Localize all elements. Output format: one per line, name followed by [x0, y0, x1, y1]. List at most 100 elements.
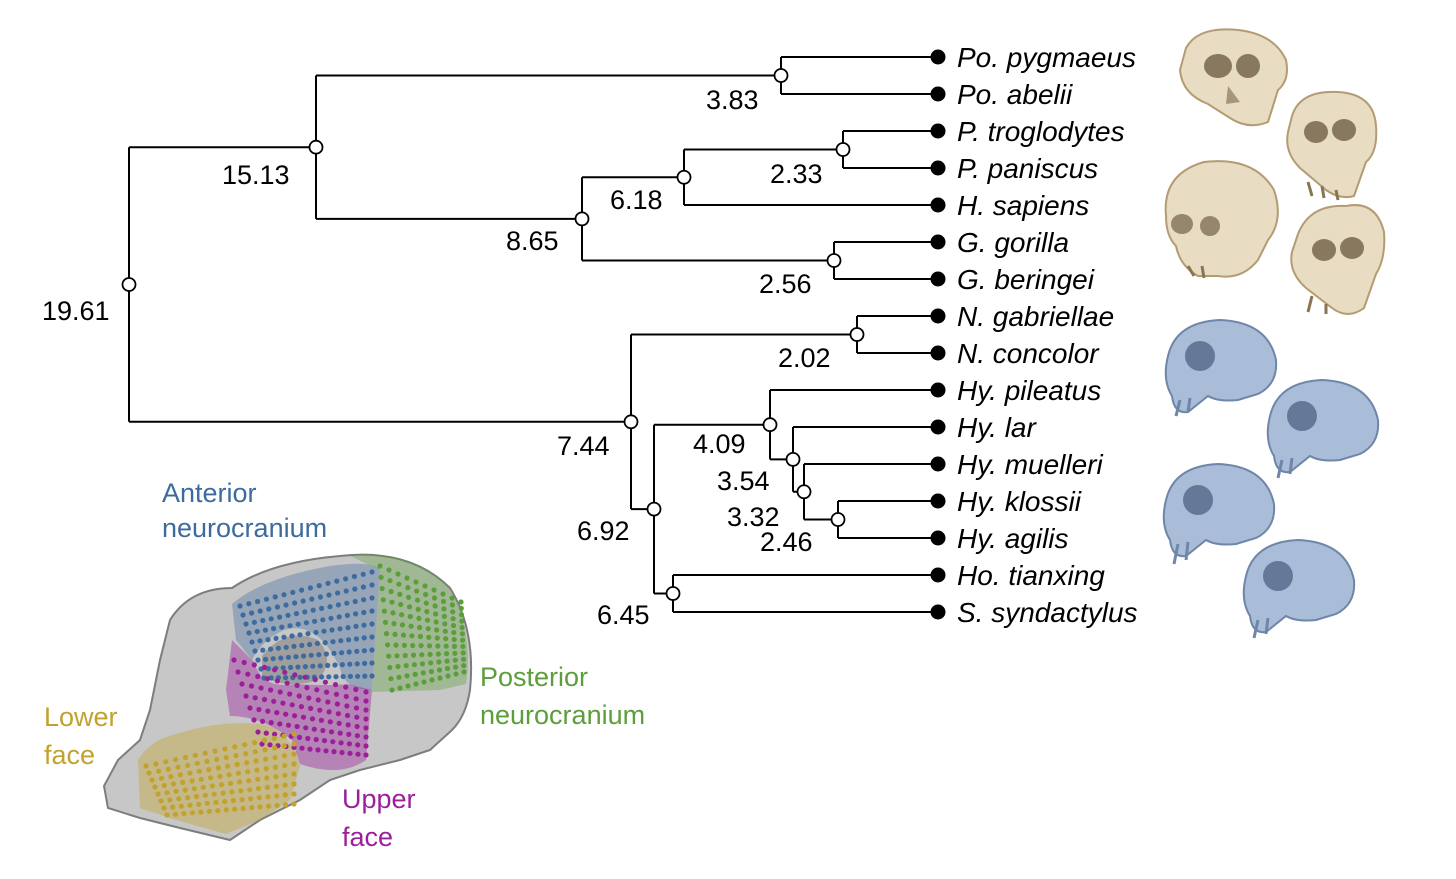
anterior-landmark: [291, 643, 297, 649]
lower-landmark: [191, 786, 197, 792]
lower-landmark: [177, 772, 183, 778]
anterior-landmark: [268, 616, 274, 622]
posterior-landmark: [432, 603, 438, 609]
posterior-landmark: [437, 675, 443, 681]
lower-landmark: [246, 778, 252, 784]
anterior-landmark: [295, 621, 301, 627]
lower-landmark: [220, 790, 226, 796]
posterior-landmark: [442, 621, 448, 627]
lower-landmark: [164, 812, 170, 818]
anterior-landmark: [321, 628, 327, 634]
upper-landmark: [287, 691, 293, 697]
lower-landmark: [225, 763, 231, 769]
lower-face-label-2: face: [44, 740, 95, 770]
lower-landmark: [291, 761, 297, 767]
anterior-landmark: [279, 624, 285, 630]
upper-landmark: [344, 703, 350, 709]
lower-landmark: [291, 791, 297, 797]
internal-node: [623, 414, 639, 430]
taxon-label: Hy. klossii: [957, 486, 1082, 517]
anterior-landmark: [361, 648, 367, 654]
upper-landmark: [303, 725, 309, 731]
posterior-landmark: [383, 631, 390, 637]
anterior-landmark: [361, 597, 367, 603]
lower-landmark: [173, 757, 179, 763]
posterior-landmark: [441, 613, 447, 620]
anterior-landmark: [297, 674, 303, 680]
anterior-landmark: [337, 626, 343, 632]
anterior-landmark: [310, 607, 316, 613]
tree-nodes: [121, 68, 865, 601]
anterior-landmark: [369, 647, 375, 653]
anterior-landmark: [310, 663, 316, 669]
upper-landmark: [363, 716, 369, 722]
anterior-landmark: [257, 608, 263, 614]
chimpanzee-skull-image: [1286, 90, 1378, 201]
posterior-landmark: [400, 632, 407, 638]
upper-landmark: [299, 745, 305, 751]
taxon-label: Hy. agilis: [957, 523, 1069, 554]
lower-landmark: [274, 793, 280, 799]
posterior-landmark: [433, 611, 439, 617]
upper-landmark: [346, 731, 352, 738]
anterior-landmark: [369, 673, 375, 679]
posterior-landmark: [387, 664, 393, 671]
posterior-landmark: [442, 628, 448, 634]
lower-landmark: [170, 804, 176, 810]
posterior-landmark: [416, 615, 422, 622]
upper-landmark: [252, 695, 258, 701]
lower-landmark: [256, 795, 262, 801]
lower-landmark: [182, 787, 188, 793]
upper-landmark: [265, 708, 271, 714]
lower-landmark: [255, 785, 262, 792]
upper-face-label-2: face: [342, 822, 393, 852]
anterior-landmark: [289, 633, 295, 639]
upper-landmark: [318, 717, 324, 723]
anterior-landmark: [330, 639, 336, 645]
lower-landmark: [180, 779, 186, 786]
anterior-landmark: [246, 630, 252, 636]
upper-landmark: [296, 734, 303, 741]
anterior-landmark: [339, 650, 345, 656]
lower-landmark: [172, 811, 179, 817]
anterior-landmark: [293, 654, 299, 660]
lower-landmark: [167, 797, 173, 803]
upper-landmark: [334, 701, 340, 707]
posterior-landmark: [398, 601, 404, 608]
upper-landmark: [363, 689, 369, 695]
upper-landmark: [277, 689, 283, 695]
anterior-landmark: [344, 600, 350, 606]
posterior-landmark: [431, 595, 438, 601]
posterior-landmark: [422, 583, 428, 589]
posterior-landmark: [411, 662, 417, 668]
anterior-landmark: [319, 674, 325, 680]
upper-landmark: [307, 746, 313, 752]
upper-landmark: [314, 687, 320, 693]
posterior-landmark: [426, 643, 433, 649]
posterior-landmark: [385, 642, 391, 648]
anterior-landmark: [355, 673, 361, 679]
posterior-landmark: [388, 676, 394, 682]
posterior-landmark: [444, 665, 451, 672]
upper-landmark: [243, 693, 249, 699]
posterior-landmark: [435, 651, 441, 657]
upper-landmark: [328, 729, 335, 735]
anterior-landmark: [326, 674, 332, 680]
posterior-landmark: [445, 673, 451, 679]
anterior-landmark: [333, 674, 339, 680]
upper-landmark: [347, 750, 353, 756]
lower-landmark: [202, 750, 208, 756]
anterior-landmark: [287, 623, 293, 629]
posterior-landmark: [427, 651, 433, 658]
anterior-landmark: [255, 657, 261, 663]
posterior-landmark: [443, 636, 449, 642]
anterior-landmark: [336, 614, 342, 620]
posterior-landmark: [440, 591, 446, 597]
lower-landmark: [262, 747, 268, 753]
lower-landmark: [264, 775, 270, 781]
lower-landmark: [161, 805, 167, 811]
lower-landmark: [230, 797, 236, 804]
lower-landmark: [254, 767, 260, 773]
anterior-landmark: [257, 638, 263, 644]
upper-landmark: [323, 748, 329, 754]
